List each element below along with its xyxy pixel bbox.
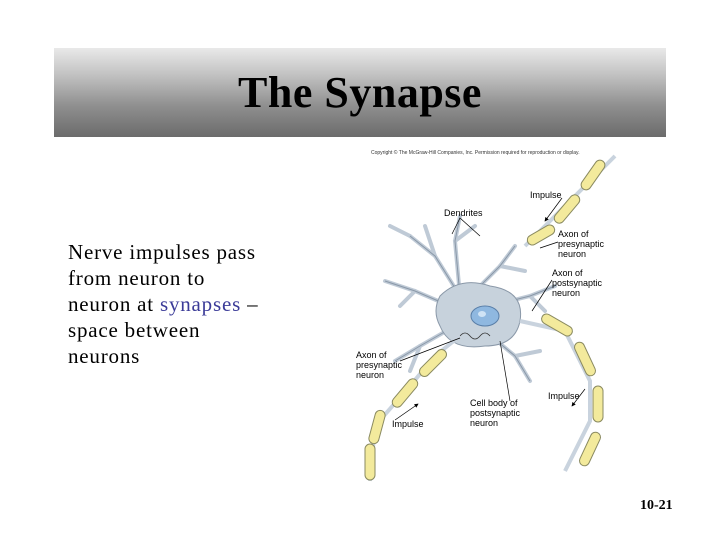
nucleolus — [478, 311, 486, 317]
title-bar: The Synapse — [54, 48, 666, 137]
leader-lines — [394, 197, 586, 421]
label-axon-pre-left-2: presynaptic — [356, 360, 403, 370]
body-line-1: Nerve impulses pass — [68, 240, 256, 264]
label-axon-pre-left-3: neuron — [356, 370, 384, 380]
label-cell-body-2: postsynaptic — [470, 408, 521, 418]
label-axon-pre-2: presynaptic — [558, 239, 605, 249]
label-dendrites: Dendrites — [444, 208, 483, 218]
body-text: Nerve impulses pass from neuron to neuro… — [68, 239, 308, 369]
presynaptic-axon-top — [523, 154, 617, 248]
synapse-illustration: Copyright © The McGraw-Hill Companies, I… — [356, 149, 617, 482]
label-axon-post-1: Axon of — [552, 268, 583, 278]
body-line-2: from neuron to — [68, 266, 206, 290]
postsynaptic-axon-right — [519, 313, 604, 472]
body-line-4: space between — [68, 318, 201, 342]
body-line-3: neuron at synapses – — [68, 291, 308, 317]
slide-title: The Synapse — [238, 68, 482, 117]
label-impulse-bottom: Impulse — [392, 419, 424, 429]
presynaptic-axon-left — [364, 334, 462, 482]
label-cell-body-3: neuron — [470, 418, 498, 428]
body-line-5: neurons — [68, 344, 141, 368]
copyright-text: Copyright © The McGraw-Hill Companies, I… — [371, 149, 580, 156]
synaptic-endings — [459, 332, 491, 340]
nucleus — [470, 305, 500, 327]
label-cell-body-1: Cell body of — [470, 398, 518, 408]
slide-number: 10-21 — [640, 498, 673, 513]
label-axon-pre-3: neuron — [558, 249, 586, 259]
label-axon-post-3: neuron — [552, 288, 580, 298]
label-impulse-right: Impulse — [548, 391, 580, 401]
label-impulse-top: Impulse — [530, 190, 562, 200]
label-axon-pre-left-1: Axon of — [356, 350, 387, 360]
synapses-highlight: synapses — [159, 292, 242, 316]
label-axon-pre-1: Axon of — [558, 229, 589, 239]
label-axon-post-2: postsynaptic — [552, 278, 603, 288]
synapse-figure: Copyright © The McGraw-Hill Companies, I… — [340, 146, 640, 496]
body-line-3-suffix: – — [241, 292, 259, 316]
body-line-3-prefix: neuron at — [68, 292, 160, 316]
